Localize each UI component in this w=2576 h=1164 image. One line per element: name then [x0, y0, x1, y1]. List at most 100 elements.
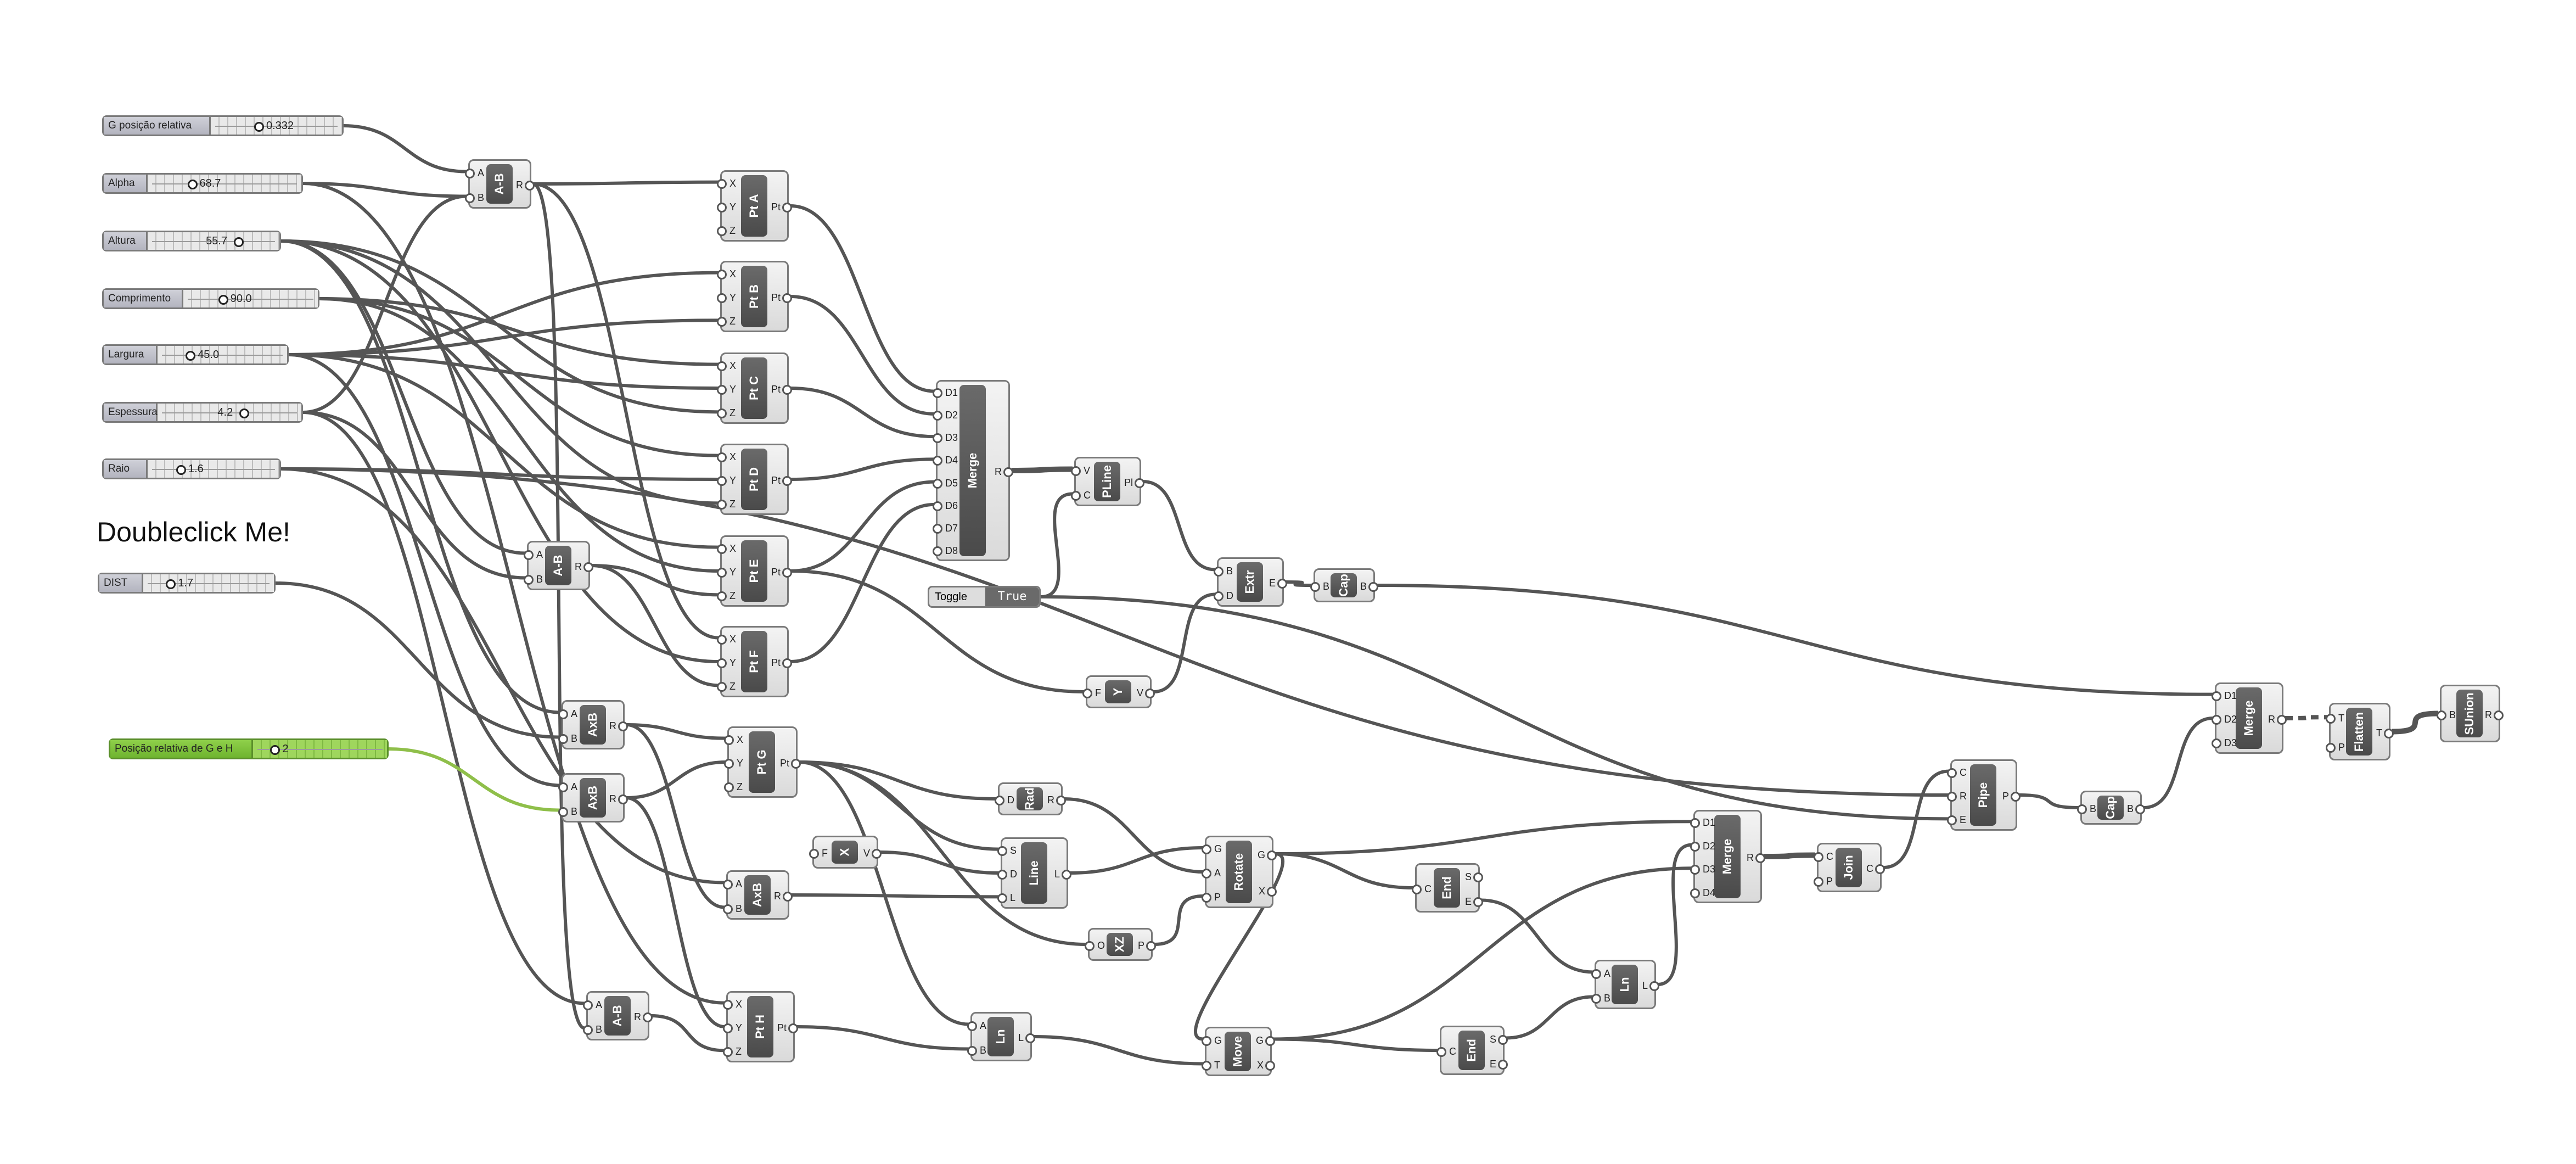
input-port-d[interactable]: D — [1226, 590, 1233, 601]
input-port-c[interactable]: C — [1960, 766, 1967, 778]
input-port-f[interactable]: F — [1095, 687, 1101, 698]
input-port-z[interactable]: Z — [737, 781, 743, 793]
slider-knob[interactable] — [187, 180, 198, 189]
input-grip[interactable] — [1202, 869, 1211, 878]
output-grip[interactable] — [1498, 1059, 1508, 1070]
input-grip[interactable] — [723, 904, 733, 914]
input-port-b[interactable]: B — [1604, 992, 1611, 1004]
output-port-s[interactable]: S — [1489, 1033, 1496, 1045]
component-body[interactable]: Pt G — [749, 731, 775, 793]
input-grip[interactable] — [717, 568, 727, 578]
output-port-t[interactable]: T — [2376, 727, 2382, 738]
input-grip[interactable] — [1690, 865, 1700, 875]
input-port-z[interactable]: Z — [729, 225, 736, 237]
input-grip[interactable] — [1202, 844, 1211, 854]
input-grip[interactable] — [1214, 566, 1224, 577]
input-grip[interactable] — [717, 269, 727, 279]
input-grip[interactable] — [933, 410, 942, 421]
input-port-d8[interactable]: D8 — [945, 545, 958, 557]
output-port-pt[interactable]: Pt — [779, 758, 789, 769]
output-grip[interactable] — [618, 794, 628, 804]
input-port-d2[interactable]: D2 — [1703, 840, 1716, 852]
input-port-p[interactable]: P — [1826, 875, 1833, 887]
input-port-v[interactable]: V — [1084, 465, 1091, 476]
input-grip[interactable] — [717, 544, 727, 554]
component-body[interactable]: A-B — [604, 996, 631, 1036]
output-grip[interactable] — [782, 385, 792, 395]
slider-track[interactable] — [148, 175, 301, 192]
output-grip[interactable] — [872, 849, 882, 859]
output-port-pt[interactable]: Pt — [777, 1022, 787, 1033]
slider-knob[interactable] — [234, 237, 244, 247]
input-port-d7[interactable]: D7 — [945, 523, 958, 534]
input-port-c[interactable]: C — [1424, 883, 1432, 894]
input-grip[interactable] — [1947, 792, 1957, 802]
input-grip[interactable] — [1690, 888, 1700, 898]
input-grip[interactable] — [1690, 841, 1700, 852]
input-grip[interactable] — [997, 846, 1007, 856]
component-body[interactable]: X — [832, 841, 858, 864]
input-port-x[interactable]: X — [729, 542, 737, 554]
input-port-a[interactable]: A — [596, 999, 603, 1010]
input-grip[interactable] — [717, 500, 727, 510]
output-port-g[interactable]: G — [1255, 1034, 1264, 1046]
input-port-d1[interactable]: D1 — [1703, 817, 1716, 829]
slider-track[interactable] — [148, 460, 279, 478]
input-port-b[interactable]: B — [596, 1023, 603, 1035]
input-port-b[interactable]: B — [536, 573, 543, 585]
output-grip[interactable] — [583, 562, 593, 572]
output-grip[interactable] — [643, 1012, 653, 1022]
input-grip[interactable] — [717, 476, 727, 486]
input-port-x[interactable]: X — [729, 633, 737, 645]
input-grip[interactable] — [717, 634, 727, 645]
component-body[interactable]: A-B — [486, 164, 513, 204]
input-grip[interactable] — [2212, 691, 2221, 701]
input-port-b[interactable]: B — [2090, 803, 2097, 814]
input-grip[interactable] — [1310, 582, 1320, 592]
input-grip[interactable] — [717, 203, 727, 212]
input-grip[interactable] — [933, 433, 942, 444]
output-grip[interactable] — [788, 1023, 798, 1033]
input-grip[interactable] — [524, 574, 534, 585]
output-port-r[interactable]: R — [774, 891, 781, 902]
input-port-b[interactable]: B — [736, 903, 743, 914]
component-body[interactable]: PLine — [1094, 462, 1120, 501]
input-grip[interactable] — [717, 178, 727, 189]
output-port-pl[interactable]: Pl — [1124, 477, 1133, 488]
input-port-g[interactable]: G — [1214, 843, 1222, 854]
input-grip[interactable] — [583, 1025, 593, 1035]
input-port-y[interactable]: Y — [729, 292, 737, 303]
output-port-p[interactable]: P — [2002, 791, 2009, 802]
output-port-r[interactable]: R — [2268, 714, 2275, 725]
output-grip[interactable] — [791, 759, 801, 769]
input-port-t[interactable]: T — [2338, 713, 2344, 724]
input-grip[interactable] — [933, 388, 942, 398]
slider-track[interactable] — [211, 117, 342, 135]
output-grip[interactable] — [1368, 582, 1378, 592]
input-grip[interactable] — [997, 893, 1007, 904]
component-body[interactable]: Pt D — [740, 449, 767, 510]
input-port-d6[interactable]: D6 — [945, 500, 958, 511]
input-grip[interactable] — [997, 870, 1007, 880]
input-port-o[interactable]: O — [1097, 940, 1105, 951]
